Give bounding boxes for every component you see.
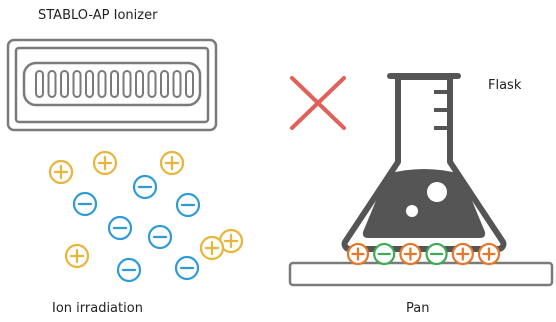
negative-ion-icon (116, 257, 142, 283)
negative-ion-icon (175, 192, 201, 218)
flask-label: Flask (488, 78, 522, 93)
negative-ion-icon (373, 242, 396, 266)
positive-ion-icon (64, 243, 90, 269)
positive-ion-icon (48, 159, 74, 185)
vent-slot (160, 70, 169, 98)
ionizer-vent-slots (35, 70, 194, 98)
vent-slot (110, 70, 119, 98)
pan-ion-row (346, 242, 501, 266)
vent-slot (97, 70, 107, 98)
vent-slot (122, 70, 132, 98)
irradiation-label: Ion irradiation (52, 301, 143, 316)
vent-slot (60, 70, 69, 98)
vent-slot (85, 70, 94, 98)
negative-ion-icon (72, 191, 98, 217)
negative-ion-icon (174, 255, 200, 281)
positive-ion-icon (92, 150, 118, 176)
vent-slot (172, 70, 182, 98)
positive-ion-icon (346, 242, 370, 266)
negative-ion-icon (107, 215, 133, 241)
positive-ion-icon (451, 242, 474, 266)
positive-ion-icon (159, 150, 185, 176)
negative-ion-icon (147, 224, 173, 250)
pan-label: Pan (406, 301, 430, 316)
positive-ion-icon (477, 242, 501, 266)
pan (288, 261, 554, 287)
negative-ion-icon (425, 242, 448, 266)
prohibited-mark (290, 76, 346, 130)
vent-slot (147, 70, 157, 98)
ionizer-device (6, 38, 218, 132)
flask-icon (341, 73, 507, 252)
vent-slot (185, 70, 194, 98)
vent-slot (72, 70, 82, 98)
vent-slot (47, 70, 57, 98)
negative-ion-icon (132, 174, 158, 200)
flask-liquid (362, 169, 486, 238)
ionizer-label: STABLO-AP Ionizer (38, 8, 158, 23)
flask-bubble (406, 205, 418, 217)
vent-slot (135, 70, 144, 98)
flask-bubble (427, 182, 447, 202)
positive-ion-icon (399, 242, 422, 266)
vent-slot (35, 70, 44, 98)
positive-ion-icon (199, 235, 225, 261)
ion-cloud (48, 150, 244, 283)
